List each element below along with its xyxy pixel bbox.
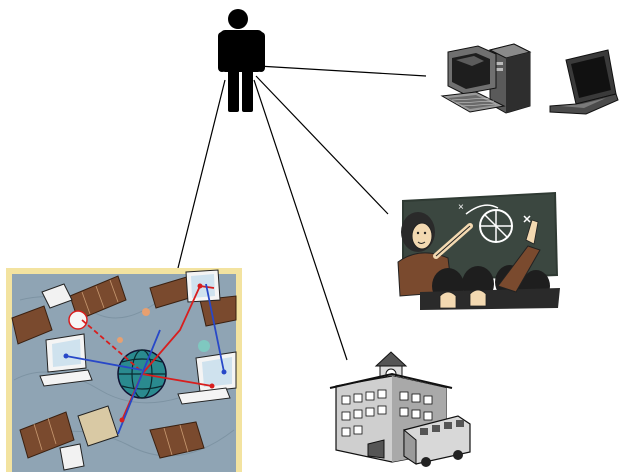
edge-person-classroom xyxy=(255,75,389,215)
computers-icon xyxy=(440,43,619,115)
satellite-network-icon xyxy=(6,268,242,472)
person-icon xyxy=(218,9,265,112)
edge-person-computers xyxy=(257,65,427,77)
edge-person-network xyxy=(177,79,226,269)
school-building-icon xyxy=(329,351,471,467)
svg-text:×: × xyxy=(458,202,464,213)
classroom-teacher-icon: × xyxy=(397,192,560,310)
edge-person-school xyxy=(253,79,348,361)
connector-lines xyxy=(177,65,427,361)
